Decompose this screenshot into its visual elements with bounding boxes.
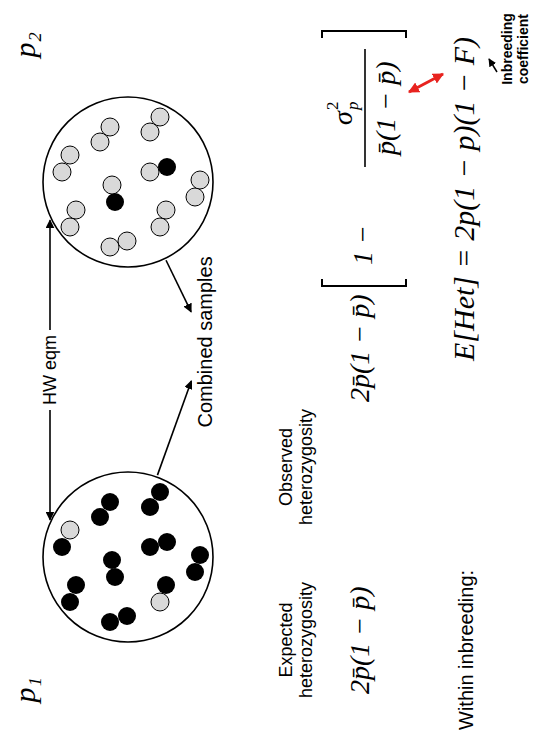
subscript: p: [343, 102, 363, 111]
circle-outline: [43, 97, 213, 267]
formula: 2p̄(1 − p̄): [344, 294, 376, 402]
allele-dot: [61, 218, 79, 236]
edge-label: HW eqm: [40, 330, 61, 410]
formula: E[Het] = 2p(1 − p)(1 − F): [447, 37, 482, 361]
allele-dot: [158, 158, 176, 176]
formula-symbol: σ: [327, 111, 359, 125]
allele-dot: [141, 498, 159, 516]
fraction-bar: [364, 49, 366, 167]
population-circle: p₂: [42, 96, 214, 268]
formula: 2p̄(1 − p̄): [344, 586, 376, 694]
circle-outline: [42, 471, 214, 643]
allele-dot: [61, 146, 79, 164]
allele-dot: [101, 613, 119, 631]
allele-dot: [151, 218, 169, 236]
allele-dot: [151, 108, 169, 126]
allele-dot: [61, 521, 79, 539]
allele-dot: [101, 493, 119, 511]
connector-arrow: [157, 381, 191, 475]
column-heading: Observed heterozygosity: [276, 397, 317, 537]
allele-dot: [157, 201, 175, 219]
allele-dot: [158, 533, 176, 551]
allele-dot: [67, 576, 85, 594]
allele-dot: [106, 568, 124, 586]
row-heading: Within inbreeding:: [455, 570, 478, 730]
allele-dot: [141, 538, 159, 556]
column-heading: Expected heterozygosity: [276, 570, 317, 710]
allele-dot: [61, 593, 79, 611]
allele-dot: [101, 118, 119, 136]
allele-dot: [151, 593, 169, 611]
connector-arrow: [166, 260, 191, 312]
allele-dot: [103, 551, 121, 569]
population-circle: p₁: [42, 471, 214, 643]
allele-dot: [53, 538, 71, 556]
correspondence-arrow: [409, 74, 443, 92]
allele-dot: [191, 546, 209, 564]
fraction-denominator: p̄(1 − p̄): [370, 61, 402, 155]
node-label: Combined samples: [194, 256, 217, 427]
allele-dot: [53, 163, 71, 181]
left-bracket: [322, 279, 406, 286]
allele-dot: [151, 483, 169, 501]
allele-dot: [67, 201, 85, 219]
allele-dot: [103, 176, 121, 194]
circle-outline: [42, 96, 214, 268]
superscript: 2: [323, 102, 343, 111]
annotation: Inbreeding coefficient: [499, 6, 531, 92]
allele-dot: [186, 563, 204, 581]
allele-dot: [191, 171, 209, 189]
sample-label-box: Combined samples: [192, 250, 219, 433]
right-bracket: [322, 31, 406, 38]
allele-dots: [53, 108, 209, 631]
allele-dot: [186, 188, 204, 206]
allele-dot: [141, 163, 159, 181]
allele-dot: [101, 238, 119, 256]
population-label: p₂: [8, 32, 43, 57]
allele-dot: [106, 193, 124, 211]
formula-term: 1 −: [347, 225, 379, 265]
allele-dot: [118, 607, 136, 625]
allele-dot: [91, 508, 109, 526]
allele-dot: [157, 576, 175, 594]
leader-arrow: [489, 59, 497, 72]
circle-outline: [43, 472, 213, 642]
population-label: p₁: [8, 677, 43, 702]
allele-dot: [118, 232, 136, 250]
